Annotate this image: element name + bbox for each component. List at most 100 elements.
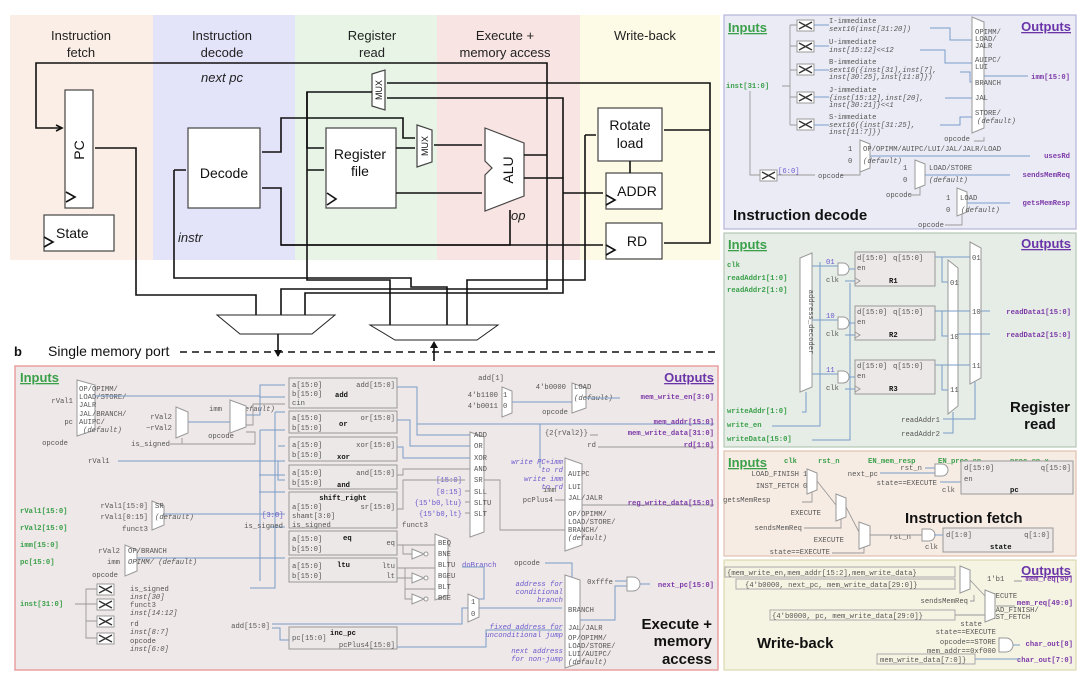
imm-case-4: LUI — [975, 64, 988, 72]
stage-execute-l2: memory access — [459, 45, 551, 60]
unit-or-a: a[15:0] — [292, 415, 322, 423]
field-1-src: inst[14:12] — [130, 610, 177, 618]
state-reg-q: q[1:0] — [1024, 532, 1050, 540]
addr-block — [605, 172, 663, 210]
fetch-mux1-in1: LOAD_FINISH — [752, 471, 799, 479]
exec-branch-mux — [434, 533, 449, 601]
exec-input-imm: imm[15:0] — [20, 542, 59, 550]
rr-input-write-en: write_en — [727, 422, 762, 430]
and-gate-icon — [837, 316, 850, 330]
imm-i-expr1: sext16(inst[31:20]) — [829, 26, 911, 34]
execute-title-2: memory — [654, 633, 713, 650]
unit-ltu-name: ltu — [337, 562, 350, 570]
regread-outputs-heading: Outputs — [1021, 236, 1071, 251]
alu-case-slt: SLT — [474, 511, 488, 519]
exec-inc-wire — [272, 627, 289, 641]
exec-mux-a-case4: AUIPC/ — [79, 419, 105, 427]
writeback-title: Write-back — [757, 635, 834, 652]
mux2-r1: 01 — [950, 280, 959, 288]
r2-d: d[15:0] — [857, 309, 887, 317]
mux-mid — [416, 124, 433, 168]
branch-bltu: BLTU — [438, 562, 455, 570]
imm-b-expr1: sext16({inst[31],inst[7], — [829, 67, 937, 75]
usesrd-one: 1 — [848, 146, 852, 154]
rotate-label-2: load — [617, 135, 643, 151]
pc-note2b: unconditional jump — [485, 632, 563, 640]
fetch-next-pc: next_pc — [848, 471, 878, 479]
unit-ltu-a: a[15:0] — [292, 563, 322, 571]
pc-block — [64, 89, 94, 209]
wb-note1: write PC+imm — [511, 459, 563, 467]
panel-a-wires — [35, 62, 711, 325]
pc-case-lui: LUI/AUIPC/ — [568, 651, 611, 659]
fetch-rst-n-2: rst_n — [889, 534, 911, 542]
wb-in1: {mem_write_en,mem_addr[15:2],mem_write_d… — [727, 570, 917, 578]
unit-xor — [288, 436, 398, 462]
wb-in0-box — [735, 578, 956, 590]
wb-and-in0: state==EXECUTE — [936, 629, 996, 637]
split-icon — [798, 65, 813, 74]
wen-out-mux — [571, 382, 587, 414]
imm-case-2: JALR — [975, 43, 993, 51]
pc-clock-icon — [65, 191, 77, 203]
exec-out-rd: rd[1:0] — [684, 442, 714, 450]
getsmem-zero: 0 — [946, 207, 950, 215]
wb-char-wires — [975, 644, 1020, 660]
execute-outputs-heading: Outputs — [664, 370, 714, 385]
split-icon — [98, 617, 113, 626]
imm-j-expr1: {inst[15:12],inst[20], — [829, 95, 924, 103]
branch-bge: BGE — [438, 595, 451, 603]
getsmem-case1: LOAD — [960, 195, 977, 203]
wb-out-mem-req-49: mem_req[49:0] — [1017, 600, 1073, 608]
and-gate-icon — [998, 637, 1014, 653]
alu-case-sll: SLL — [474, 489, 487, 497]
decode-imm-wires — [814, 24, 1028, 126]
unit-and-b: b[15:0] — [292, 480, 322, 488]
unit-eq-name: eq — [343, 535, 352, 543]
imm-case-7: STORE/ — [975, 110, 1001, 118]
rr-mux-wires — [935, 256, 990, 434]
exec-out-reg-write-data: reg_write_data[15:0] — [628, 500, 714, 508]
decode-inputs-heading: Inputs — [728, 20, 767, 35]
wb-in1-box — [724, 566, 956, 578]
split-icon — [798, 93, 813, 102]
fetch-mux3 — [858, 521, 871, 550]
exec-wires-left — [95, 384, 285, 589]
exec-rd-label: rd — [587, 442, 596, 450]
state-block — [43, 214, 115, 252]
imm-s-expr2: inst[11:7]}) — [829, 129, 881, 137]
alu-case-sltu: SLTU — [474, 500, 491, 508]
unit-ltu-b: b[15:0] — [292, 573, 322, 581]
rotate-load-block — [597, 107, 663, 162]
unit-xor-name: xor — [337, 454, 350, 462]
fetch-inputs-heading: Inputs — [728, 455, 767, 470]
wb-out-mem-req-50: mem_req[50] — [1026, 576, 1073, 584]
rr-input-readaddr1: readAddr1[1:0] — [727, 275, 787, 283]
state-reg-d: d[1:0] — [946, 532, 972, 540]
wb-out-char-out-8: char_out[8] — [1026, 641, 1073, 649]
alu-block — [484, 127, 525, 212]
exec-sr-in2: rVal1[0:15] — [101, 514, 148, 522]
r3-clk: clk — [826, 385, 839, 393]
state-reg-name: state — [990, 544, 1012, 552]
exec-out-wires — [397, 386, 714, 468]
exec-mux-c — [229, 399, 247, 434]
r3-name: R3 — [889, 386, 898, 394]
unit-or-b: b[15:0] — [292, 425, 322, 433]
pc-reg-q: q[15:0] — [1041, 465, 1071, 473]
wb-case-inst-fetch: INST_FETCH — [987, 614, 1030, 622]
and-gate-icon — [921, 528, 936, 542]
r3-en: en — [857, 373, 866, 381]
split-icon — [98, 585, 113, 594]
getsmem-case0: (default) — [961, 207, 1000, 215]
pcsel-zero: 0 — [471, 611, 475, 619]
pc-register — [960, 460, 1074, 495]
wb-case-jal: JAL/JALR — [568, 495, 603, 503]
fetch-mux1-one: 1 — [803, 471, 807, 479]
rr-and-gates — [812, 262, 861, 393]
split-icon — [798, 42, 813, 51]
unit-inc-pc-out: pcPlus4[15:0] — [339, 642, 395, 650]
mux2-r2: 10 — [950, 334, 959, 342]
field-0-src: inst[30] — [130, 594, 165, 602]
split-icon — [761, 171, 776, 180]
